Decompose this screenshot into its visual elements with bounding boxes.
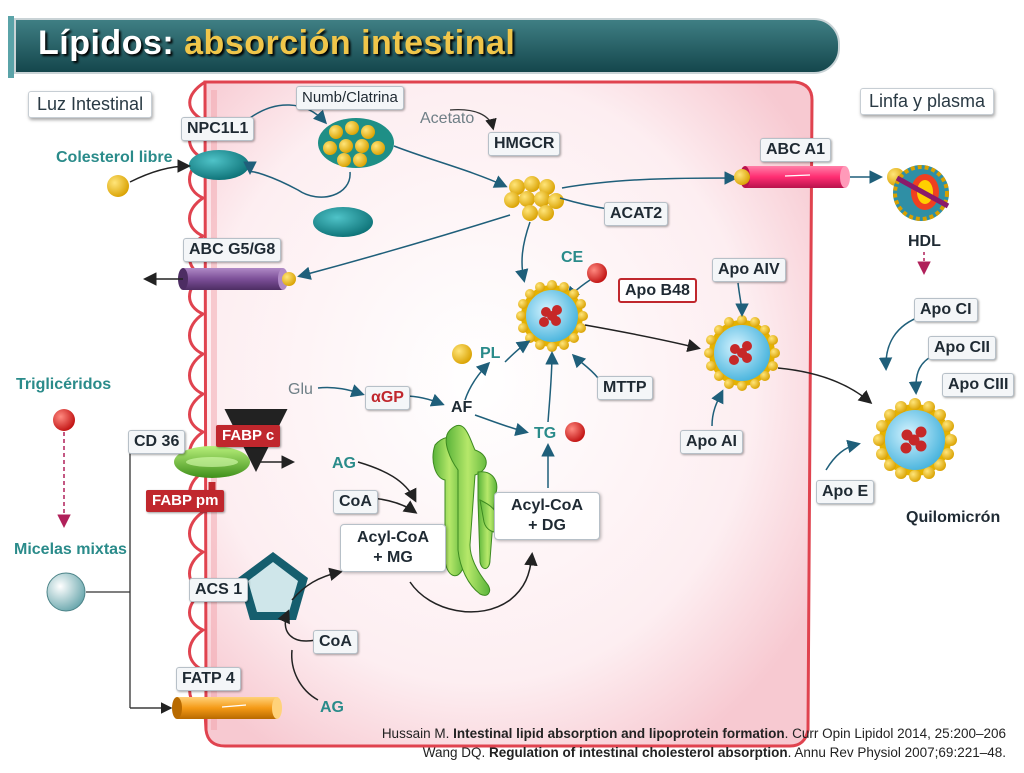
label-npc1l1: NPC1L1 <box>181 117 255 141</box>
label-colesterol: Colesterol libre <box>56 149 173 166</box>
npc1l1-recycled <box>313 207 373 237</box>
chylomicron <box>873 398 957 482</box>
label-apocii: Apo CII <box>928 336 996 360</box>
label-apoaiv: Apo AIV <box>712 258 786 282</box>
brush-border <box>188 80 208 731</box>
label-pl: PL <box>480 345 501 362</box>
label-trigliceridos: Triglicéridos <box>16 376 112 393</box>
label-apoci: Apo CI <box>914 298 978 322</box>
label-hdl: HDL <box>908 233 941 250</box>
label-abca1: ABC A1 <box>760 138 831 162</box>
region-lymph: Linfa y plasma <box>860 88 995 115</box>
ref2-title: Regulation of intestinal cholesterol abs… <box>489 745 788 760</box>
label-quilomicron: Quilomicrón <box>906 509 1001 526</box>
abca1-transporter <box>734 166 850 188</box>
ref2-journal: . Annu Rev Physiol 2007;69:221–48. <box>787 745 1006 760</box>
label-acetato: Acetato <box>420 110 475 127</box>
nascent-chylomicron <box>516 280 588 352</box>
label-agp: αGP <box>365 386 410 410</box>
title-part2: absorción intestinal <box>174 24 516 62</box>
endoplasmic-reticulum <box>432 424 501 596</box>
title-bar <box>14 18 840 74</box>
reference-1: Hussain M. Intestinal lipid absorption a… <box>382 724 1006 743</box>
acyl-dg-line2: + DG <box>528 517 566 534</box>
acyl-mg-line2: + MG <box>373 549 413 566</box>
ref1-title: Intestinal lipid absorption and lipoprot… <box>453 726 785 741</box>
ref1-journal: . Curr Opin Lipidol 2014, 25:200–206 <box>784 726 1006 741</box>
label-ce: CE <box>561 249 584 266</box>
triglyceride-drop <box>53 409 75 431</box>
label-abcg5: ABC G5/G8 <box>183 238 282 262</box>
reference-2: Wang DQ. Regulation of intestinal choles… <box>382 743 1006 762</box>
enterocyte-cell <box>203 80 814 748</box>
label-cd36: CD 36 <box>128 430 186 454</box>
label-micelas: Micelas mixtas <box>14 541 127 558</box>
label-apob48: Apo B48 <box>618 278 697 303</box>
label-fatp4: FATP 4 <box>176 667 241 691</box>
label-acs1: ACS 1 <box>189 578 249 602</box>
references: Hussain M. Intestinal lipid absorption a… <box>382 724 1006 762</box>
region-lumen: Luz Intestinal <box>28 91 153 118</box>
title-part1: Lípidos: <box>38 24 175 62</box>
label-acyl-mg: Acyl-CoA + MG <box>340 524 446 572</box>
acyl-dg-line1: Acyl-CoA <box>510 497 583 514</box>
label-numb: Numb/Clatrina <box>296 86 404 110</box>
label-tg: TG <box>534 425 557 442</box>
hdl-particle <box>893 165 950 221</box>
label-mttp: MTTP <box>597 376 653 400</box>
label-acat2: ACAT2 <box>604 202 669 226</box>
free-cholesterol <box>107 175 129 197</box>
ref2-author: Wang DQ. <box>422 745 490 760</box>
label-apoe: Apo E <box>816 480 875 504</box>
label-hmgcr: HMGCR <box>488 132 561 156</box>
label-coa1: CoA <box>333 490 378 514</box>
label-ag2: AG <box>320 699 344 716</box>
label-coa2: CoA <box>313 630 358 654</box>
label-apociii: Apo CIII <box>942 373 1015 397</box>
cholesterol-pool <box>504 176 564 221</box>
label-ag1: AG <box>332 455 356 472</box>
npc1l1-transporter <box>189 150 249 180</box>
abcg5g8-transporter <box>178 268 296 290</box>
ref1-author: Hussain M. <box>381 726 454 741</box>
acyl-mg-line1: Acyl-CoA <box>356 529 429 546</box>
mixed-micelle <box>46 572 86 612</box>
ce-droplet <box>587 263 607 283</box>
fatp4-transporter <box>172 697 282 719</box>
label-apoai: Apo AI <box>680 430 743 454</box>
acs1-enzyme <box>238 552 308 620</box>
page-title: Lípidos: absorción intestinal <box>38 24 515 63</box>
pre-chylomicron <box>704 315 780 391</box>
label-glu: Glu <box>288 381 313 398</box>
label-fabpc: FABP c <box>216 425 281 447</box>
label-acyl-dg: Acyl-CoA + DG <box>494 492 600 540</box>
title-accent <box>8 16 14 78</box>
label-fabppm: FABP pm <box>146 490 225 512</box>
label-af: AF <box>451 399 473 416</box>
